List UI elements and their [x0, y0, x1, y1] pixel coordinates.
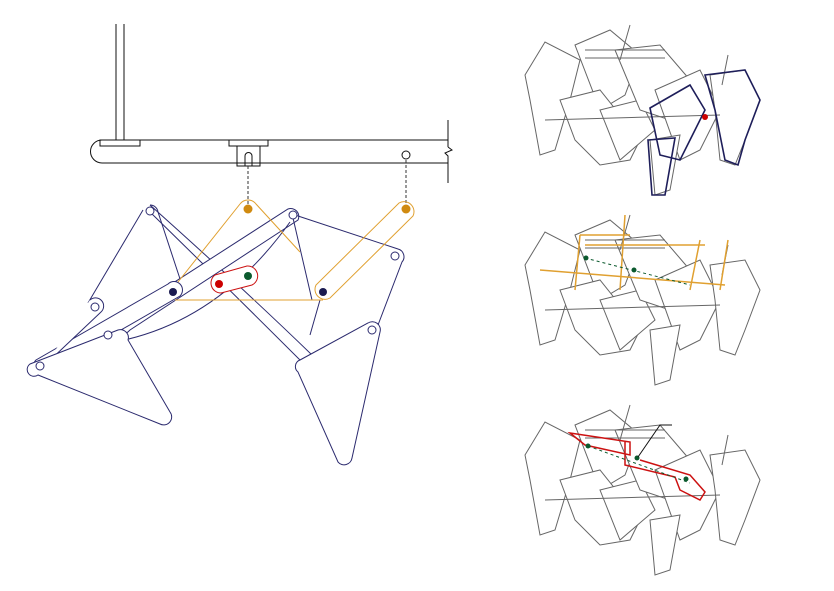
frame-post	[115, 24, 125, 140]
leg-linkage	[26, 204, 405, 466]
robot-view-leg-highlight	[524, 24, 761, 196]
crank-highlight	[175, 199, 415, 301]
frame-bar	[90, 120, 453, 183]
crank-pivot-top	[243, 204, 253, 214]
joint-right	[319, 288, 327, 296]
robot-view-crank-highlight	[524, 214, 761, 386]
axis-dashed-lines	[247, 160, 407, 205]
joint-left	[169, 288, 177, 296]
crank-pivot-right	[401, 204, 411, 214]
coupler-joint-red	[215, 280, 223, 288]
robot-view-crankshaft-highlight	[524, 404, 761, 576]
coupler-joint-green	[244, 272, 252, 280]
